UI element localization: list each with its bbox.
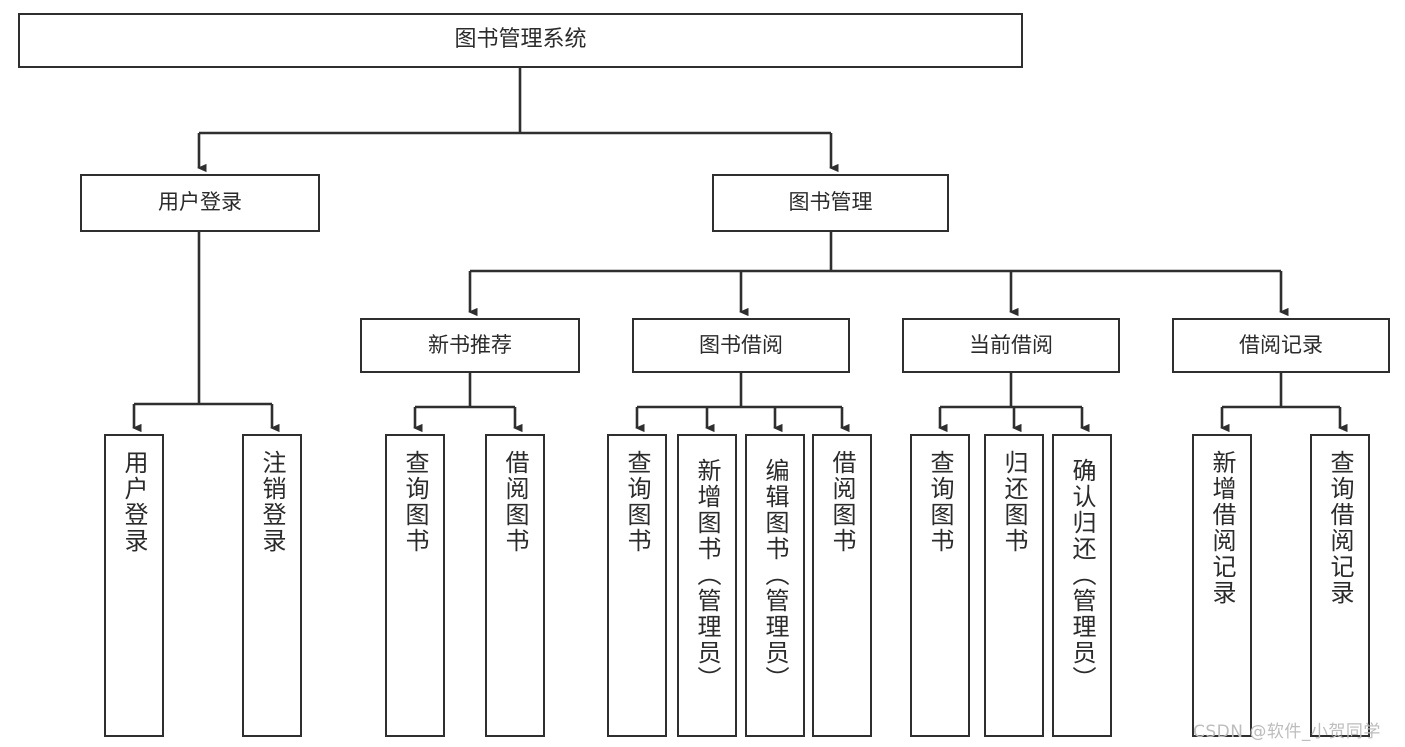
node-leaf-return-book[interactable]: 归还图书 <box>984 434 1044 737</box>
node-leaf-logout[interactable]: 注销登录 <box>242 434 302 737</box>
node-leaf-logout-label: 注销登录 <box>258 450 286 554</box>
node-leaf-query-record-label: 查询借阅记录 <box>1326 450 1354 606</box>
node-leaf-borrow-book-2-label: 借阅图书 <box>828 450 856 554</box>
node-leaf-add-book[interactable]: 新增图书（管理员） <box>677 434 737 737</box>
node-root-label: 图书管理系统 <box>454 27 587 53</box>
node-user-login[interactable]: 用户登录 <box>80 174 320 232</box>
node-leaf-return-book-label: 归还图书 <box>1000 450 1028 554</box>
node-leaf-query-book-2[interactable]: 查询图书 <box>607 434 667 737</box>
node-leaf-confirm-return[interactable]: 确认归还（管理员） <box>1052 434 1112 737</box>
node-leaf-confirm-return-label: 确认归还（管理员） <box>1068 458 1096 692</box>
node-new-book-recommend-label: 新书推荐 <box>428 332 512 357</box>
node-user-login-label: 用户登录 <box>158 190 242 215</box>
node-current-borrow-label: 当前借阅 <box>969 332 1053 357</box>
node-leaf-query-book-1-label: 查询图书 <box>401 450 429 554</box>
node-book-borrow[interactable]: 图书借阅 <box>632 318 850 373</box>
node-leaf-query-record[interactable]: 查询借阅记录 <box>1310 434 1370 737</box>
node-leaf-user-login-label: 用户登录 <box>120 450 148 554</box>
node-book-borrow-label: 图书借阅 <box>699 332 783 357</box>
node-leaf-edit-book[interactable]: 编辑图书（管理员） <box>745 434 805 737</box>
node-borrow-records-label: 借阅记录 <box>1239 332 1323 357</box>
node-leaf-query-book-3-label: 查询图书 <box>926 450 954 554</box>
node-borrow-records[interactable]: 借阅记录 <box>1172 318 1390 373</box>
node-leaf-add-book-label: 新增图书（管理员） <box>693 458 721 692</box>
node-root[interactable]: 图书管理系统 <box>18 13 1023 68</box>
node-current-borrow[interactable]: 当前借阅 <box>902 318 1120 373</box>
node-leaf-borrow-book-1-label: 借阅图书 <box>501 450 529 554</box>
node-leaf-query-book-2-label: 查询图书 <box>623 450 651 554</box>
node-new-book-recommend[interactable]: 新书推荐 <box>360 318 580 373</box>
node-leaf-user-login[interactable]: 用户登录 <box>104 434 164 737</box>
node-leaf-borrow-book-2[interactable]: 借阅图书 <box>812 434 872 737</box>
node-leaf-query-book-1[interactable]: 查询图书 <box>385 434 445 737</box>
node-leaf-add-record-label: 新增借阅记录 <box>1208 450 1236 606</box>
node-book-management[interactable]: 图书管理 <box>712 174 949 232</box>
node-book-management-label: 图书管理 <box>788 190 873 215</box>
node-leaf-query-book-3[interactable]: 查询图书 <box>910 434 970 737</box>
node-leaf-add-record[interactable]: 新增借阅记录 <box>1192 434 1252 737</box>
csdn-watermark: CSDN @软件_小贺同学 <box>1193 722 1381 742</box>
node-leaf-borrow-book-1[interactable]: 借阅图书 <box>485 434 545 737</box>
node-leaf-edit-book-label: 编辑图书（管理员） <box>761 458 789 692</box>
